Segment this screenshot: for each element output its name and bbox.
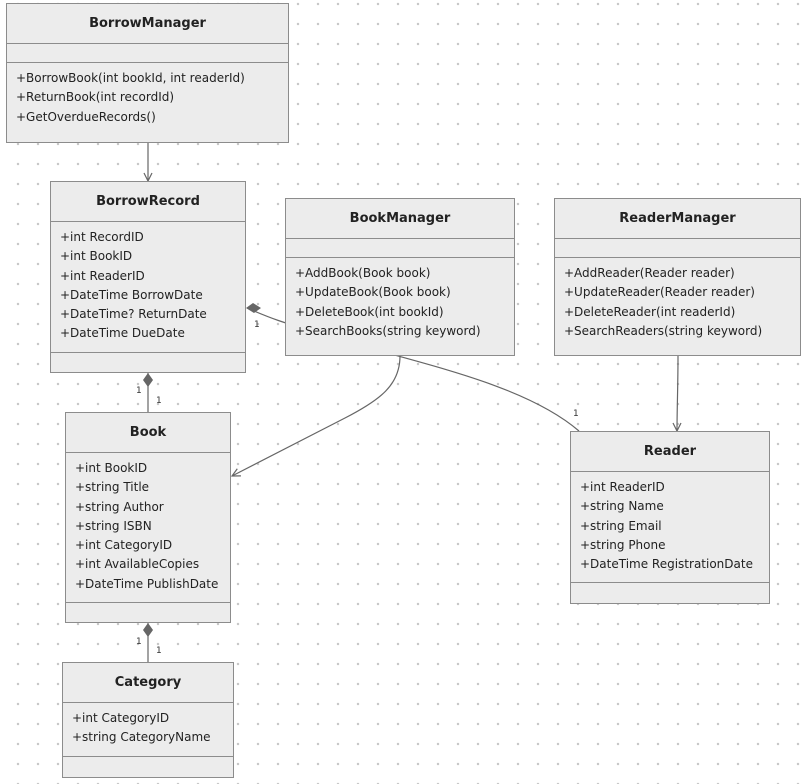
class-name: Book — [66, 413, 230, 453]
method: +AddReader(Reader reader) — [564, 266, 735, 280]
method: +SearchReaders(string keyword) — [564, 323, 763, 338]
method: +UpdateReader(Reader reader) — [564, 285, 755, 300]
attribute: +int ReaderID — [60, 268, 145, 283]
multiplicity-label: 1 — [136, 637, 142, 647]
attribute: +DateTime DueDate — [60, 326, 185, 341]
attribute: +int AvailableCopies — [75, 557, 200, 572]
multiplicity-label: 1 — [136, 386, 142, 396]
class-bookmanager[interactable]: BookManager +AddBook(Book book) +UpdateB… — [285, 198, 515, 356]
method: +ReturnBook(int recordId) — [16, 90, 175, 105]
attribute: +string Phone — [580, 537, 666, 552]
attribute: +DateTime PublishDate — [75, 576, 219, 591]
attributes-compartment: +int CategoryID +string CategoryName — [63, 703, 233, 757]
attribute: +string Title — [75, 480, 150, 495]
multiplicity-label: 1 — [156, 646, 162, 656]
attributes-compartment: +int RecordID +int BookID +int ReaderID … — [51, 222, 245, 353]
class-category[interactable]: Category +int CategoryID +string Categor… — [62, 662, 234, 778]
attribute: +string ISBN — [75, 518, 152, 533]
attribute: +DateTime BorrowDate — [60, 287, 203, 302]
class-name: BorrowManager — [7, 4, 288, 44]
class-name: BookManager — [286, 199, 514, 239]
attribute: +string Email — [580, 518, 662, 533]
methods-compartment — [51, 353, 245, 371]
attribute: +DateTime RegistrationDate — [580, 557, 753, 572]
method: +AddBook(Book book) — [295, 266, 431, 280]
attribute: +string Name — [580, 499, 664, 514]
method: +UpdateBook(Book book) — [295, 285, 451, 300]
multiplicity-label: 1 — [573, 409, 579, 419]
attribute: +int CategoryID — [72, 711, 170, 725]
composition-diamond-icon — [246, 303, 261, 313]
attributes-compartment — [286, 239, 514, 258]
attribute: +int RecordID — [60, 230, 144, 244]
methods-compartment — [571, 583, 769, 601]
class-borrowmanager[interactable]: BorrowManager +BorrowBook(int bookId, in… — [6, 3, 289, 143]
attributes-compartment: +int BookID +string Title +string Author… — [66, 453, 230, 604]
multiplicity-label: 1 — [254, 320, 260, 330]
class-borrowrecord[interactable]: BorrowRecord +int RecordID +int BookID +… — [50, 181, 246, 373]
composition-diamond-icon — [143, 373, 153, 387]
attributes-compartment: +int ReaderID +string Name +string Email… — [571, 472, 769, 584]
method: +BorrowBook(int bookId, int readerId) — [16, 71, 245, 85]
method: +DeleteBook(int bookId) — [295, 304, 444, 319]
attribute: +int BookID — [75, 461, 148, 475]
attributes-compartment — [555, 239, 800, 258]
methods-compartment — [63, 757, 233, 775]
class-name: Reader — [571, 432, 769, 472]
edge-readermanager-reader — [677, 355, 678, 431]
composition-diamond-icon — [143, 623, 153, 637]
method: +DeleteReader(int readerId) — [564, 304, 736, 319]
attribute: +int CategoryID — [75, 538, 173, 553]
attributes-compartment — [7, 44, 288, 63]
methods-compartment: +BorrowBook(int bookId, int readerId) +R… — [7, 63, 288, 135]
multiplicity-label: 1 — [156, 396, 162, 406]
class-book[interactable]: Book +int BookID +string Title +string A… — [65, 412, 231, 623]
methods-compartment: +AddBook(Book book) +UpdateBook(Book boo… — [286, 258, 514, 349]
methods-compartment: +AddReader(Reader reader) +UpdateReader(… — [555, 258, 800, 349]
methods-compartment — [66, 603, 230, 621]
attribute: +string Author — [75, 499, 164, 514]
attribute: +int ReaderID — [580, 480, 665, 494]
attribute: +DateTime? ReturnDate — [60, 307, 207, 322]
class-name: Category — [63, 663, 233, 703]
attribute: +int BookID — [60, 249, 133, 264]
edge-bookmanager-book — [232, 355, 401, 476]
class-name: BorrowRecord — [51, 182, 245, 222]
method: +GetOverdueRecords() — [16, 109, 156, 124]
attribute: +string CategoryName — [72, 730, 211, 745]
class-reader[interactable]: Reader +int ReaderID +string Name +strin… — [570, 431, 770, 604]
class-readermanager[interactable]: ReaderManager +AddReader(Reader reader) … — [554, 198, 801, 356]
method: +SearchBooks(string keyword) — [295, 323, 481, 338]
class-name: ReaderManager — [555, 199, 800, 239]
